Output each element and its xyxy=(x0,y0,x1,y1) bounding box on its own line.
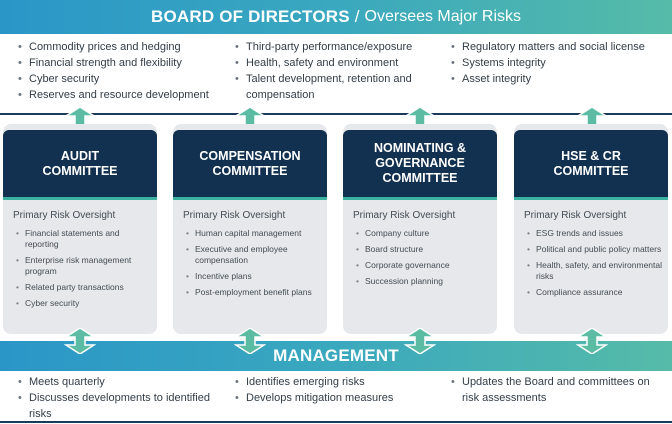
list-item: Compliance assurance xyxy=(524,287,662,298)
board-connector-line xyxy=(0,113,672,115)
list-item: Related party transactions xyxy=(13,282,151,293)
board-risk-list-2: Third-party performance/exposure Health,… xyxy=(233,39,438,103)
list-item: Cyber security xyxy=(13,298,151,309)
committee-header: AUDIT COMMITTEE xyxy=(3,130,157,200)
board-banner: BOARD OF DIRECTORS / Oversees Major Risk… xyxy=(0,0,672,34)
list-item: Updates the Board and committees on risk… xyxy=(449,374,659,406)
double-arrow-icon xyxy=(404,328,436,354)
management-title: MANAGEMENT xyxy=(273,346,399,365)
list-item: Enterprise risk management program xyxy=(13,255,151,277)
list-item: Financial statements and reporting xyxy=(13,228,151,250)
management-list-1: Meets quarterly Discusses developments t… xyxy=(16,374,216,422)
list-item: Health, safety, and environmental risks xyxy=(524,260,662,282)
committee-title: AUDIT COMMITTEE xyxy=(42,148,118,178)
committee-title: NOMINATING & GOVERNANCE COMMITTEE xyxy=(373,141,467,185)
committee-risk-list: Financial statements and reporting Enter… xyxy=(13,228,151,314)
double-arrow-icon xyxy=(234,328,266,354)
list-item: Human capital management xyxy=(183,228,321,239)
double-arrow-icon xyxy=(576,328,608,354)
committee-header: HSE & CR COMMITTEE xyxy=(514,130,668,200)
committee-header: NOMINATING & GOVERNANCE COMMITTEE xyxy=(343,130,497,200)
management-list-3: Updates the Board and committees on risk… xyxy=(449,374,659,406)
board-separator: / xyxy=(354,7,360,26)
list-item: ESG trends and issues xyxy=(524,228,662,239)
committee-title: HSE & CR COMMITTEE xyxy=(553,148,629,178)
hse-cr-committee-card: HSE & CR COMMITTEE Primary Risk Oversigh… xyxy=(514,124,668,334)
committee-subtitle: Primary Risk Oversight xyxy=(183,210,286,221)
board-subtitle: Oversees Major Risks xyxy=(364,8,521,25)
committee-risk-list: Company culture Board structure Corporat… xyxy=(353,228,491,292)
double-arrow-icon xyxy=(64,328,96,354)
list-item: Executive and employee compensation xyxy=(183,244,321,266)
list-item: Discusses developments to identified ris… xyxy=(16,390,216,422)
committee-subtitle: Primary Risk Oversight xyxy=(524,210,627,221)
list-item: Political and public policy matters xyxy=(524,244,662,255)
committee-header: COMPENSATION COMMITTEE xyxy=(173,130,327,200)
board-title: BOARD OF DIRECTORS xyxy=(150,7,350,26)
list-item: Talent development, retention and compen… xyxy=(233,71,438,103)
committee-risk-list: ESG trends and issues Political and publ… xyxy=(524,228,662,303)
management-banner: MANAGEMENT xyxy=(0,341,672,371)
list-item: Third-party performance/exposure xyxy=(233,39,438,55)
list-item: Regulatory matters and social license xyxy=(449,39,664,55)
board-risk-list-3: Regulatory matters and social license Sy… xyxy=(449,39,664,87)
committee-subtitle: Primary Risk Oversight xyxy=(13,210,116,221)
list-item: Commodity prices and hedging xyxy=(16,39,226,55)
audit-committee-card: AUDIT COMMITTEE Primary Risk Oversight F… xyxy=(3,124,157,334)
management-list-2: Identifies emerging risks Develops mitig… xyxy=(233,374,438,406)
list-item: Meets quarterly xyxy=(16,374,216,390)
list-item: Financial strength and flexibility xyxy=(16,55,226,71)
list-item: Systems integrity xyxy=(449,55,664,71)
list-item: Succession planning xyxy=(353,276,491,287)
compensation-committee-card: COMPENSATION COMMITTEE Primary Risk Over… xyxy=(173,124,327,334)
committee-title: COMPENSATION COMMITTEE xyxy=(199,148,301,178)
bottom-rule xyxy=(0,421,672,423)
board-risk-list-1: Commodity prices and hedging Financial s… xyxy=(16,39,226,103)
list-item: Asset integrity xyxy=(449,71,664,87)
list-item: Incentive plans xyxy=(183,271,321,282)
list-item: Post-employment benefit plans xyxy=(183,287,321,298)
list-item: Identifies emerging risks xyxy=(233,374,438,390)
nominating-governance-committee-card: NOMINATING & GOVERNANCE COMMITTEE Primar… xyxy=(343,124,497,334)
list-item: Health, safety and environment xyxy=(233,55,438,71)
list-item: Reserves and resource development xyxy=(16,87,226,103)
committee-subtitle: Primary Risk Oversight xyxy=(353,210,456,221)
list-item: Cyber security xyxy=(16,71,226,87)
list-item: Company culture xyxy=(353,228,491,239)
list-item: Board structure xyxy=(353,244,491,255)
committee-risk-list: Human capital management Executive and e… xyxy=(183,228,321,303)
list-item: Corporate governance xyxy=(353,260,491,271)
list-item: Develops mitigation measures xyxy=(233,390,438,406)
